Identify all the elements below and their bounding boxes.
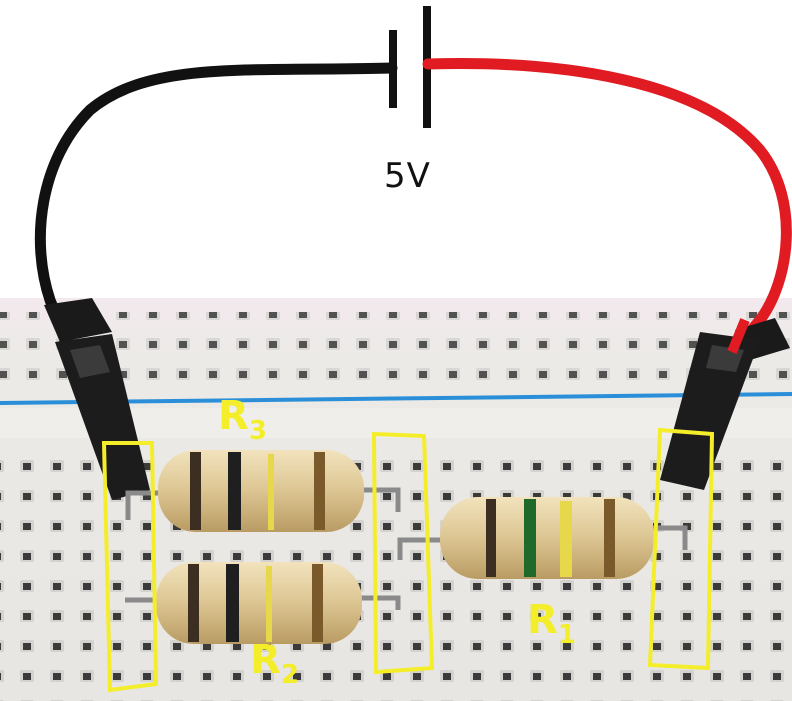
voltage-label: 5V [384,156,431,196]
resistor-r2 [156,562,362,644]
node-highlight-boxes [101,427,715,693]
r2-letter: R [250,637,281,683]
r3-subscript: 3 [248,416,267,446]
resistor-label-r2: R2 [250,640,299,688]
r3-letter: R [218,393,249,439]
resistor-r3 [158,450,364,532]
battery-symbol [389,6,431,128]
r1-letter: R [527,597,558,643]
red-jumper-connector [660,318,790,490]
resistor-label-r1: R1 [527,600,576,648]
positive-wire [422,58,792,356]
resistor-label-r3: R3 [218,396,267,444]
r1-subscript: 1 [557,620,576,650]
resistor-r1 [440,497,654,579]
black-jumper-connector [44,298,150,500]
negative-wire [34,62,398,356]
r2-subscript: 2 [280,660,299,690]
